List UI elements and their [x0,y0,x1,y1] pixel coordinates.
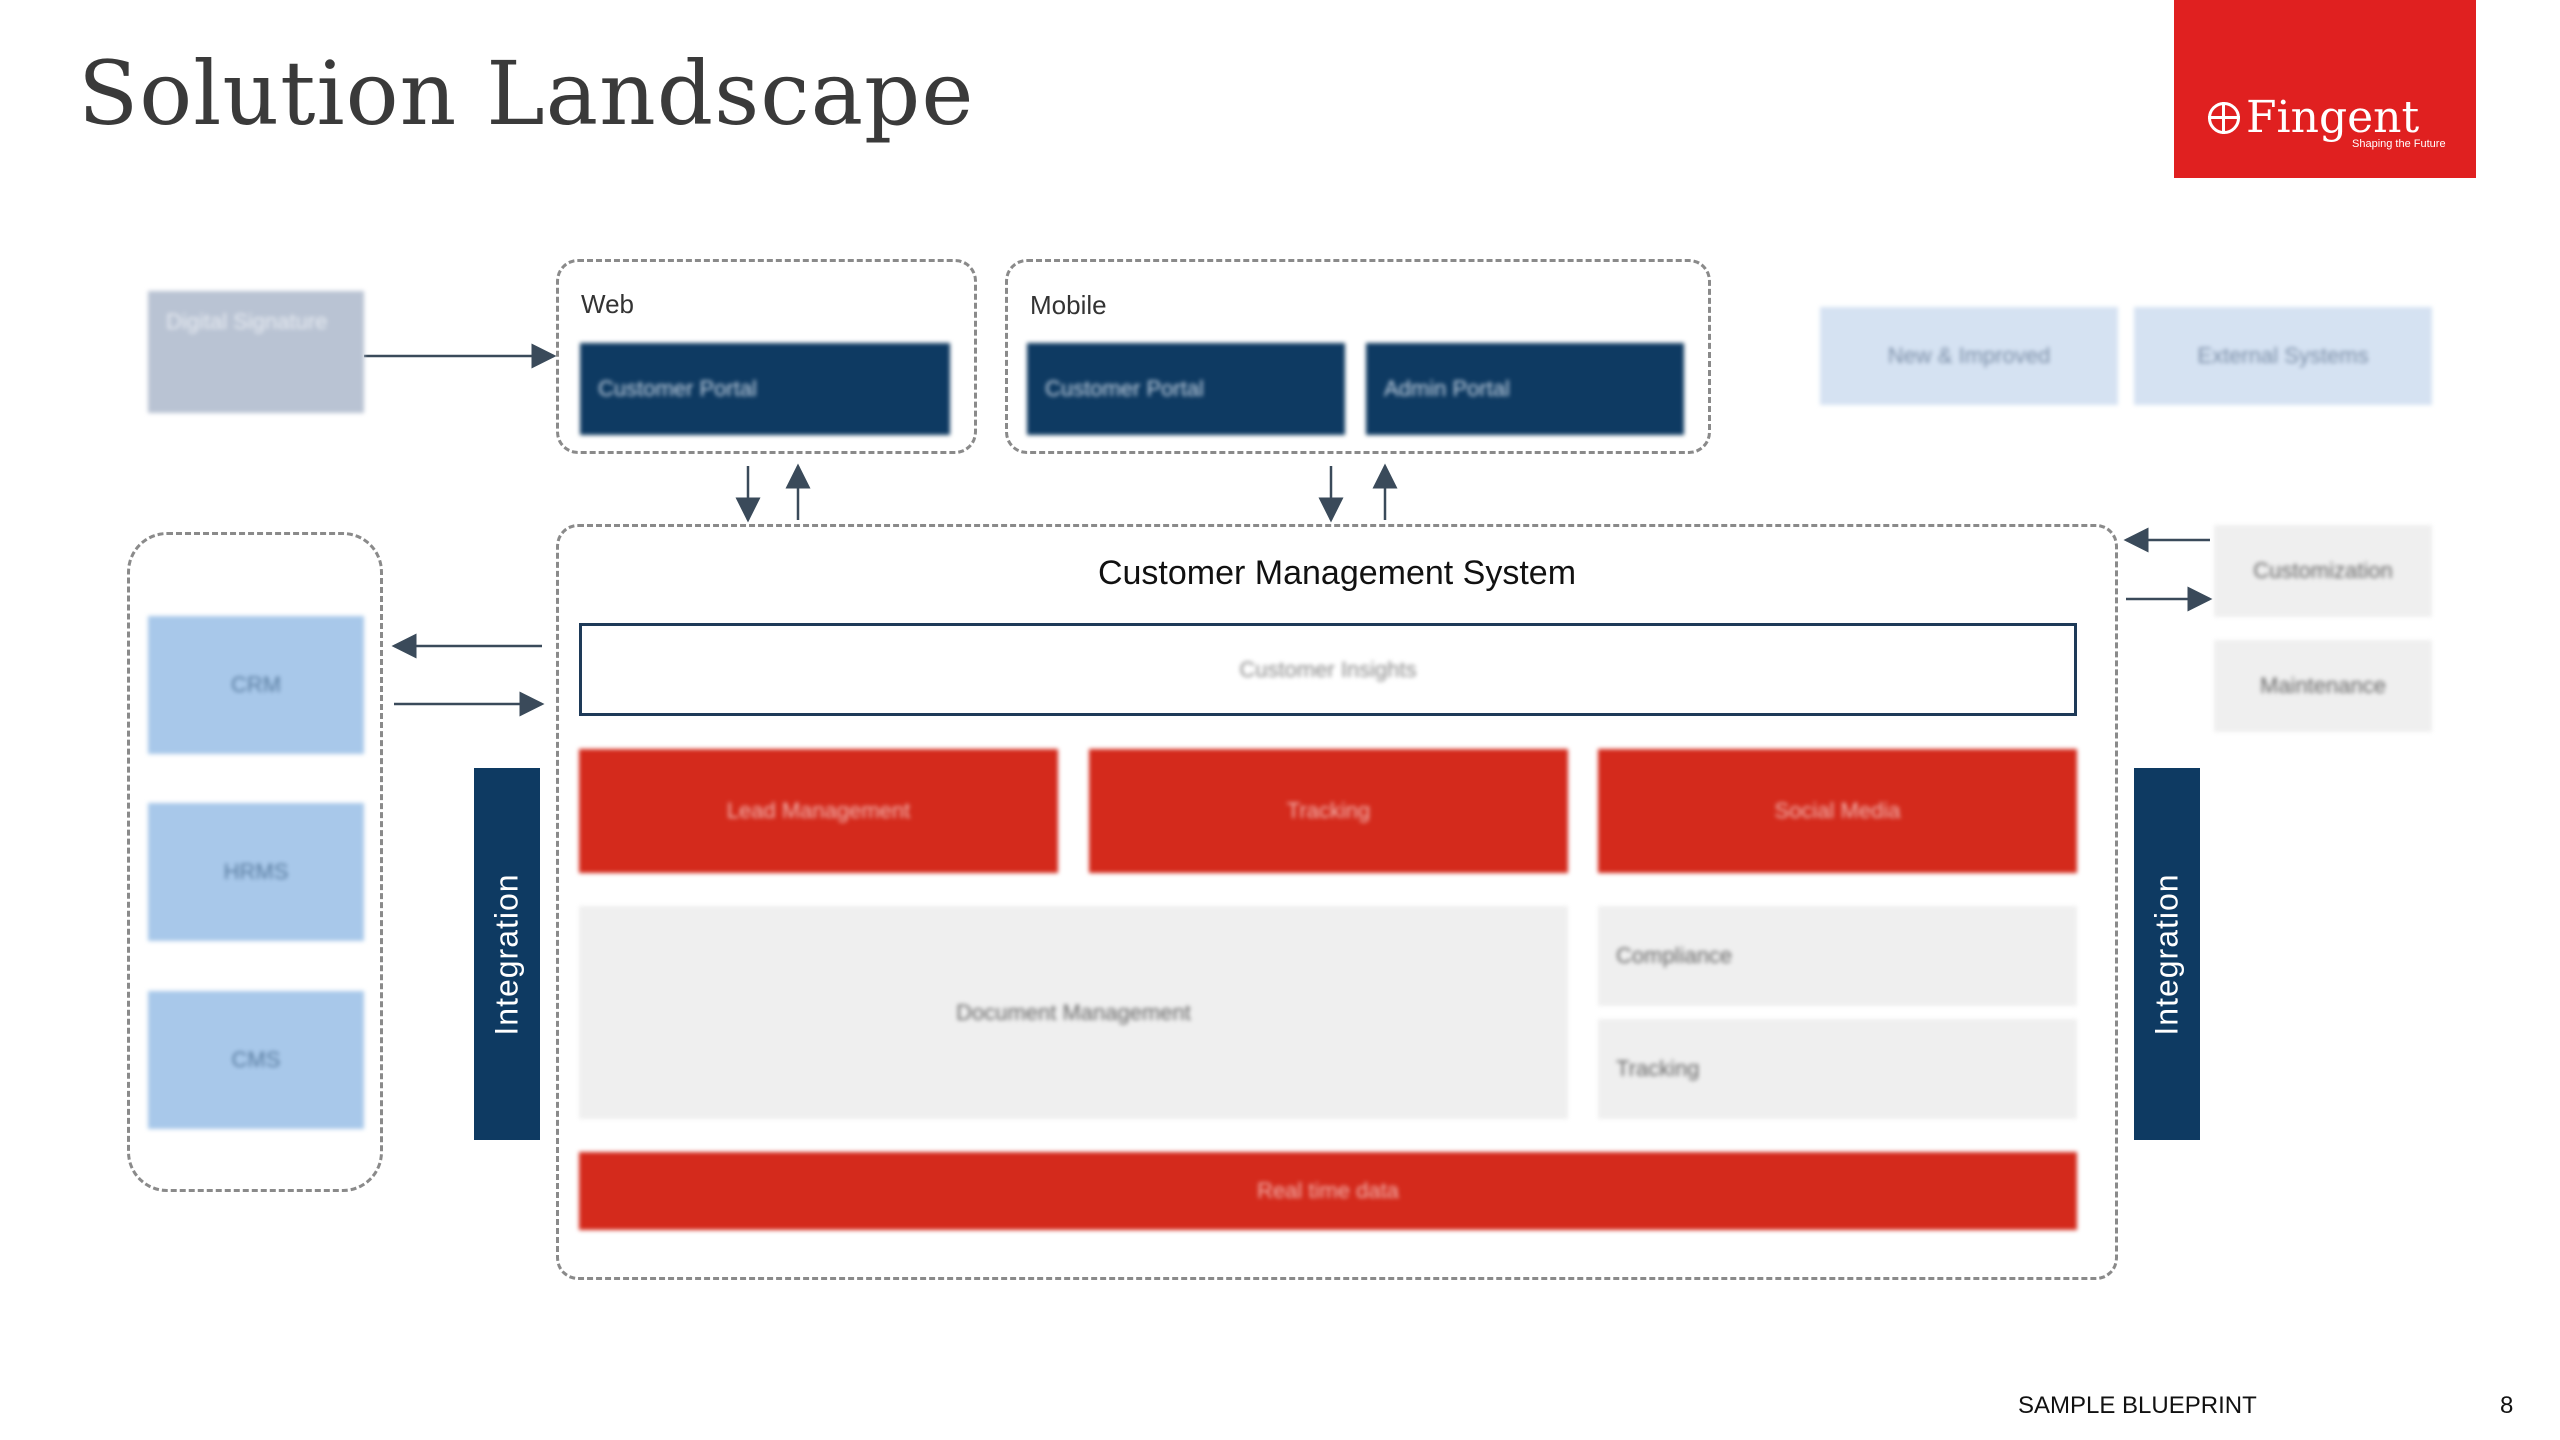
crm-box[interactable]: CRM [148,616,364,754]
social-media-box[interactable]: Social Media [1598,749,2077,873]
mobile-customer-portal[interactable]: Customer Portal [1027,343,1345,435]
cms-title: Customer Management System [1097,554,1577,592]
web-customer-portal[interactable]: Customer Portal [580,343,950,435]
logo-tagline: Shaping the Future [2352,138,2446,150]
web-group [556,259,977,454]
maintenance-box[interactable]: Maintenance [2214,640,2432,732]
tracking-red-box[interactable]: Tracking [1089,749,1568,873]
hrms-box[interactable]: HRMS [148,803,364,941]
left-systems-group [127,532,383,1192]
integration-left-label: Integration [488,872,525,1036]
tracking-grey-box[interactable]: Tracking [1598,1019,2077,1119]
external-systems-box[interactable]: External Systems [2134,307,2432,405]
integration-right-label: Integration [2148,872,2185,1036]
mobile-label: Mobile [1030,290,1107,320]
mobile-group [1005,259,1711,454]
mobile-admin-portal[interactable]: Admin Portal [1366,343,1684,435]
digital-signature-box[interactable]: Digital Signature [148,291,364,413]
globe-icon [2208,101,2240,134]
new-improved-box[interactable]: New & Improved [1820,307,2118,405]
logo-name: Fingent [2246,92,2420,143]
customization-box[interactable]: Customization [2214,525,2432,617]
customer-insights-label: Customer Insights [1239,656,1417,682]
cms-group [556,524,2118,1280]
cms-system-box[interactable]: CMS [148,991,364,1129]
customer-insights-box[interactable]: Customer Insights [579,623,2077,716]
lead-management-box[interactable]: Lead Management [579,749,1058,873]
integration-left-bar[interactable]: Integration [474,768,540,1140]
realtime-data-box[interactable]: Real time data [579,1152,2077,1230]
web-label: Web [581,289,634,319]
integration-right-bar[interactable]: Integration [2134,768,2200,1140]
footer-label: SAMPLE BLUEPRINT [2018,1392,2257,1419]
document-management-box[interactable]: Document Management [579,906,1568,1119]
page-title: Solution Landscape [78,42,975,145]
fingent-logo[interactable]: Fingent Shaping the Future [2174,0,2476,178]
compliance-box[interactable]: Compliance [1598,906,2077,1006]
page-number: 8 [2500,1392,2514,1419]
